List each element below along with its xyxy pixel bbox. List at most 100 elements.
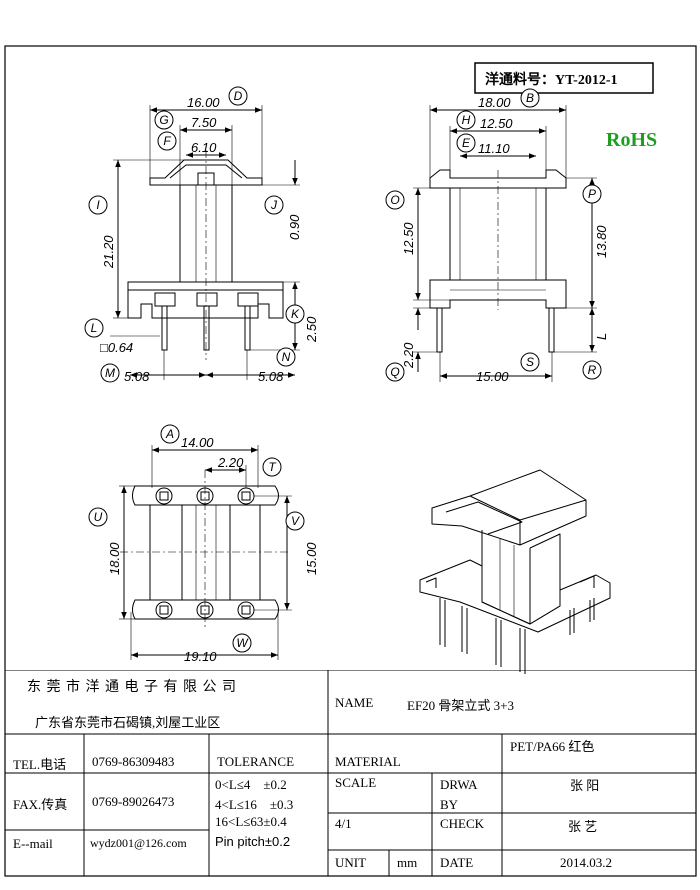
unit-label: UNIT — [335, 855, 367, 870]
bottom-view-balloons: A T U V W — [88, 424, 305, 653]
balloon-k: K — [291, 307, 300, 321]
side-view-balloons: B H E O P Q S R — [385, 88, 602, 382]
bottom-pin-pads — [155, 487, 255, 619]
date-value: 2014.03.2 — [560, 855, 612, 870]
front-dim-f: 6.10 — [191, 140, 217, 155]
front-pin-block-1 — [154, 292, 176, 307]
fax-label: FAX.传真 — [13, 797, 68, 812]
bottom-dim-u: 18.00 — [107, 542, 122, 575]
balloon-w: W — [236, 636, 249, 650]
balloon-u: U — [94, 510, 103, 524]
tolerance-4: Pin pitch±0.2 — [215, 834, 291, 849]
side-pin-right — [548, 307, 555, 353]
balloon-r: R — [588, 363, 597, 377]
scale-value: 4/1 — [335, 816, 352, 831]
balloon-t: T — [268, 460, 277, 474]
balloon-d: D — [234, 89, 243, 103]
side-dim-s: 15.00 — [476, 369, 509, 384]
balloon-j: J — [270, 198, 278, 212]
balloon-f: F — [163, 134, 171, 148]
balloon-h: H — [462, 113, 471, 127]
side-dim-h: 12.50 — [480, 116, 513, 131]
front-dim-g: 7.50 — [191, 115, 217, 130]
isometric-view — [419, 469, 611, 674]
iso-pins — [439, 598, 595, 674]
front-base — [127, 281, 284, 319]
tel-value: 0769-86309483 — [92, 754, 175, 769]
side-dim-l: L — [594, 333, 609, 340]
front-pin-2 — [203, 305, 210, 351]
material-label: MATERIAL — [335, 754, 401, 769]
balloon-s: S — [526, 355, 534, 369]
scale-label: SCALE — [335, 775, 377, 790]
balloon-v: V — [291, 514, 300, 528]
name-label: NAME — [335, 695, 374, 710]
unit-value: mm — [397, 855, 418, 870]
side-dim-p: 13.80 — [594, 225, 609, 258]
balloon-i: I — [96, 198, 100, 212]
title-block: 东 莞 市 洋 通 电 子 有 限 公 司 广东省东莞市石碣镇,刘屋工业区 NA… — [5, 670, 696, 876]
balloon-g: G — [159, 113, 168, 127]
balloon-o: O — [390, 193, 399, 207]
sheet-border — [4, 45, 697, 877]
side-dim-o: 12.50 — [401, 222, 416, 255]
email-value: wydz001@126.com — [90, 836, 187, 850]
front-dim-n: 5.08 — [258, 369, 284, 384]
fax-value: 0769-89026473 — [92, 794, 175, 809]
tolerance-2: 4<L≤16 ±0.3 — [215, 797, 294, 812]
front-dim-i: 21.20 — [101, 235, 116, 269]
name-value: EF20 骨架立式 3+3 — [407, 698, 515, 713]
material-value: PET/PA66 红色 — [510, 739, 595, 754]
front-pin-1 — [161, 305, 168, 351]
side-dim-e: 11.10 — [478, 141, 510, 156]
rohs-mark: RoHS — [606, 129, 657, 151]
check-label: CHECK — [440, 816, 485, 831]
tolerance-1: 0<L≤4 ±0.2 — [215, 777, 287, 792]
front-view — [110, 105, 300, 380]
front-pin-3 — [244, 305, 251, 351]
tel-label: TEL.电话 — [13, 757, 67, 772]
date-label: DATE — [440, 855, 474, 870]
tolerance-3: 16<L≤63±0.4 — [215, 814, 287, 829]
side-dim-q: 2.20 — [401, 342, 416, 369]
bottom-dim-v: 15.00 — [304, 542, 319, 575]
check-value: 张 艺 — [568, 819, 598, 834]
front-top-flange — [149, 159, 263, 186]
front-top-flange-inner — [169, 164, 243, 179]
balloon-b: B — [526, 91, 534, 105]
balloon-n: N — [282, 350, 291, 364]
email-label: E--mail — [13, 836, 53, 851]
bottom-dim-t: 2.20 — [217, 455, 244, 470]
front-dim-j: 0.90 — [287, 214, 302, 240]
front-dim-l: □0.64 — [100, 340, 133, 355]
company-name: 东 莞 市 洋 通 电 子 有 限 公 司 — [27, 680, 237, 695]
drawn-label: DRWA BY — [440, 777, 477, 812]
balloon-e: E — [462, 136, 471, 150]
balloon-a: A — [165, 427, 174, 441]
balloon-p: P — [588, 187, 596, 201]
front-dim-m: 5.08 — [124, 369, 150, 384]
tolerance-label: TOLERANCE — [217, 754, 295, 769]
side-dim-b: 18.00 — [478, 95, 511, 110]
bottom-bottom-rail — [132, 599, 279, 620]
front-dim-k: 2.50 — [304, 316, 319, 343]
front-pin-block-2 — [196, 292, 218, 307]
front-dim-d: 16.00 — [187, 95, 220, 110]
bottom-view — [119, 445, 292, 660]
drawn-value: 张 阳 — [570, 778, 600, 793]
balloon-l: L — [91, 321, 98, 335]
bottom-dim-a: 14.00 — [181, 435, 214, 450]
balloon-m: M — [105, 366, 115, 380]
front-view-balloons: D G F I J K L M N — [84, 86, 305, 383]
title-block-grid — [5, 670, 696, 876]
bottom-top-rail — [132, 485, 279, 506]
bottom-dim-w: 19.10 — [184, 649, 217, 664]
side-pin-left — [436, 307, 443, 353]
balloon-q: Q — [390, 365, 399, 379]
front-pin-block-3 — [237, 292, 259, 307]
part-number-box — [474, 62, 654, 94]
part-number: 洋通料号：YT-2012-1 — [485, 71, 618, 88]
company-address: 广东省东莞市石碣镇,刘屋工业区 — [35, 715, 221, 730]
